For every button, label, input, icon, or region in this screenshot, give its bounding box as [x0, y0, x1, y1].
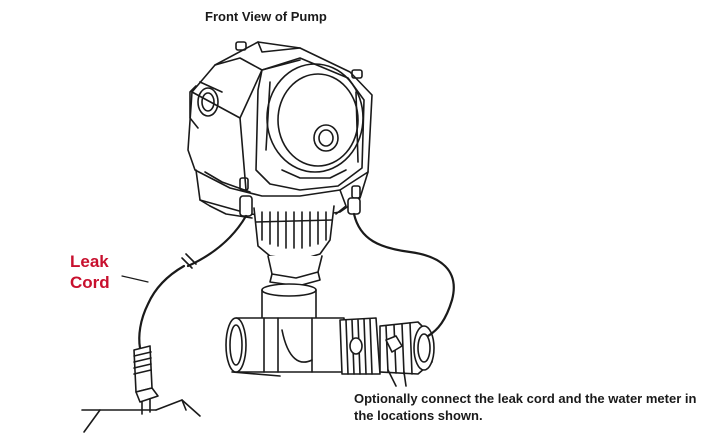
diagram-title: Front View of Pump: [205, 9, 327, 24]
pump-icon: [187, 41, 373, 219]
floor-surface: [81, 399, 201, 433]
water-meter-icon: [339, 317, 435, 387]
leak-cord-label-line2: Cord: [70, 273, 110, 292]
diagram-caption: Optionally connect the leak cord and the…: [354, 391, 697, 423]
leak-cord-label: Leak Cord: [70, 251, 110, 293]
pipe-fitting-icon: [225, 283, 345, 377]
leak-cord-icon: [121, 214, 248, 415]
leak-cord-label-line1: Leak: [70, 252, 109, 271]
water-meter-cable: [352, 212, 455, 338]
